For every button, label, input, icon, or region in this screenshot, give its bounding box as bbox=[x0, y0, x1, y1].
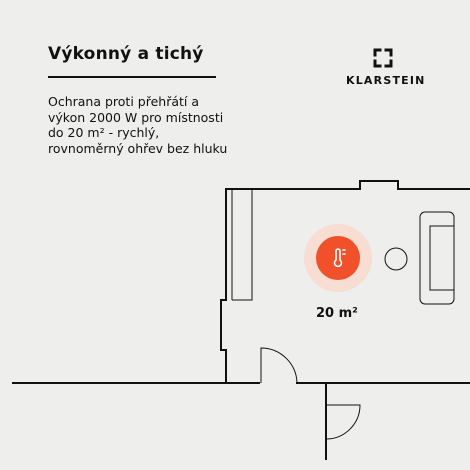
room-area-label: 20 m² bbox=[316, 306, 358, 321]
room-wall bbox=[220, 180, 470, 384]
inner-wall bbox=[231, 189, 253, 301]
door-swing-lower bbox=[325, 404, 361, 440]
door-swing bbox=[260, 347, 298, 384]
heater-dot bbox=[316, 236, 360, 280]
klarstein-logo-icon bbox=[373, 48, 393, 68]
brand-logo: KLARSTEIN bbox=[346, 48, 426, 87]
sofa-seat bbox=[429, 225, 455, 291]
headline-underline bbox=[48, 76, 216, 78]
headline: Výkonný a tichý bbox=[48, 44, 204, 64]
round-table bbox=[384, 247, 408, 271]
brand-name: KLARSTEIN bbox=[346, 74, 426, 87]
thermometer-icon bbox=[333, 248, 346, 268]
description: Ochrana proti přehřátí a výkon 2000 W pr… bbox=[48, 94, 228, 156]
